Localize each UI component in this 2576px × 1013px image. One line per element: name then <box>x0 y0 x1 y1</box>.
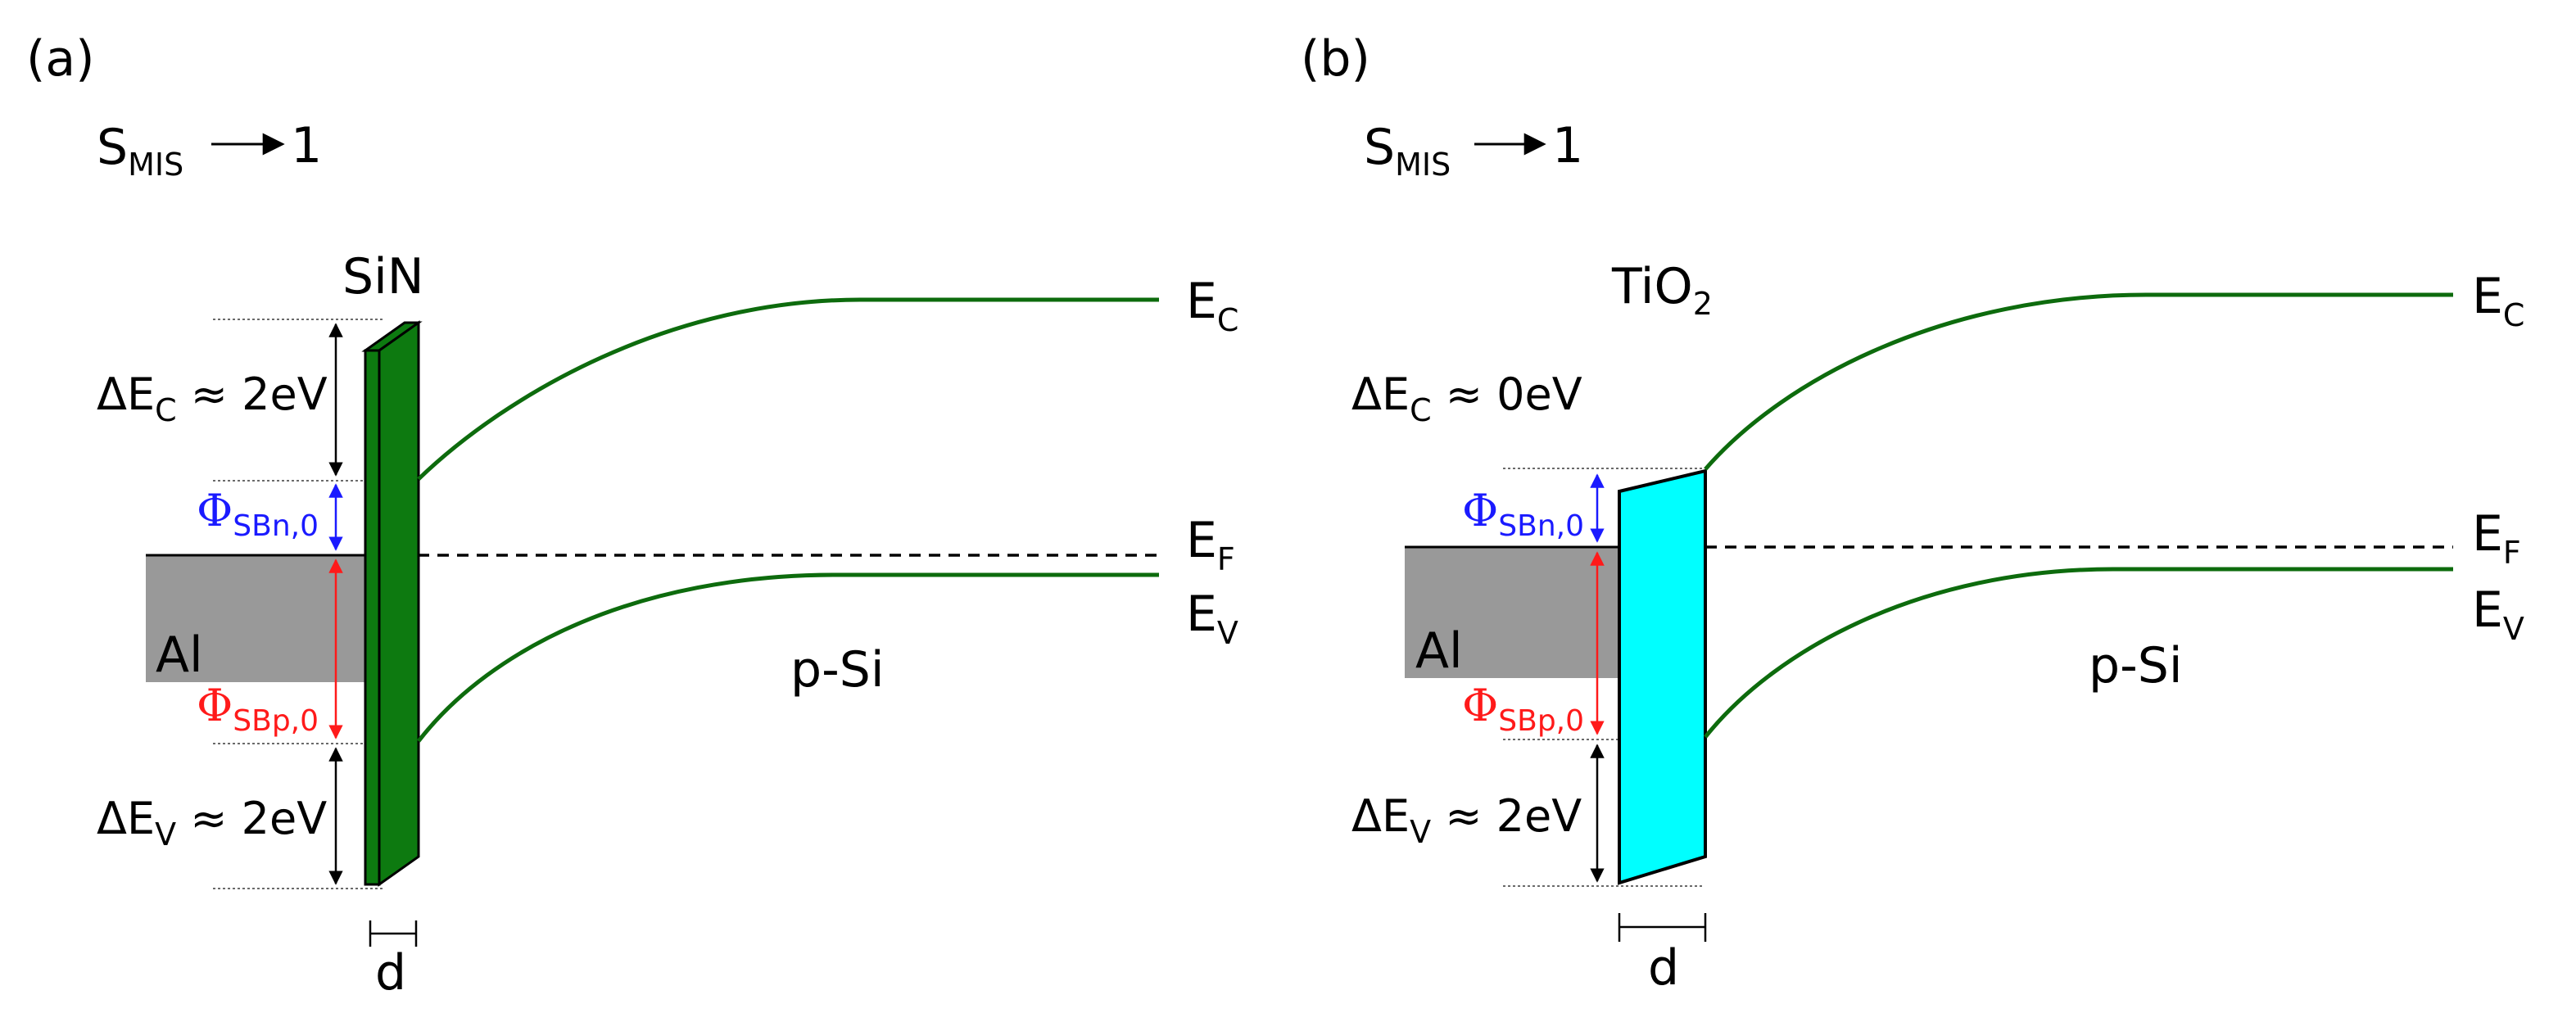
panel-b-ev-label: EV <box>2472 581 2524 647</box>
panel-b-ec-label: EC <box>2472 268 2524 333</box>
panel-b-phi-n-label: ΦSBn,0 <box>1462 485 1584 543</box>
panel-a-insulator-label: SiN <box>342 248 424 305</box>
panel-a-insulator-side-face <box>378 320 420 887</box>
panel-b-insulator-label: TiO2 <box>1611 258 1713 322</box>
panel-a-phi-n-label: ΦSBn,0 <box>197 485 319 543</box>
panel-b-valence-band <box>1704 567 2453 739</box>
panel-b-ef-label: EF <box>2472 505 2521 571</box>
panel-a-smis-target: 1 <box>291 117 322 174</box>
panel-a-smis-label: SMIS <box>97 119 183 183</box>
panel-b-phi-p-label: ΦSBp,0 <box>1462 680 1584 738</box>
panel-a-semiconductor-label: p-Si <box>790 641 885 699</box>
panel-a-valence-band <box>417 572 1159 743</box>
panel-a-ef-label: EF <box>1186 512 1235 577</box>
panel-b-delta-ev-label: ΔEV ≈ 2eV <box>1351 790 1582 850</box>
panel-b-delta-ec-label: ΔEC ≈ 0eV <box>1351 369 1582 428</box>
panel-b-tag: (b) <box>1301 30 1370 88</box>
panel-b-smis-target: 1 <box>1552 117 1583 174</box>
panel-a: (a) SMIS 1 SiN Al ΔEC ≈ 2eV ΦSBn,0 <box>26 30 1238 1002</box>
panel-a-metal-label: Al <box>156 626 203 684</box>
panel-a-tag: (a) <box>26 30 95 88</box>
panel-a-ev-label: EV <box>1186 586 1238 651</box>
panel-a-conduction-band <box>417 297 1159 481</box>
panel-b-smis-label: SMIS <box>1364 119 1451 183</box>
panel-a-delta-ec-label: ΔEC ≈ 2eV <box>97 369 328 428</box>
panel-a-thickness-label: d <box>375 944 406 1002</box>
panel-b-insulator-barrier <box>1618 468 1707 885</box>
panel-b: (b) SMIS 1 TiO2 Al ΔEC ≈ 0eV ΦSBn,0 ΦSBp… <box>1301 30 2524 997</box>
panel-a-ec-label: EC <box>1186 273 1238 338</box>
panel-a-insulator-barrier <box>364 349 381 886</box>
panel-b-thickness-label: d <box>1648 939 1679 997</box>
panel-b-conduction-band <box>1704 292 2453 471</box>
panel-b-metal-label: Al <box>1415 622 1463 680</box>
panel-a-phi-p-label: ΦSBp,0 <box>197 680 319 738</box>
panel-a-delta-ev-label: ΔEV ≈ 2eV <box>97 793 327 852</box>
panel-b-metal-block <box>1405 547 1619 678</box>
panel-b-semiconductor-label: p-Si <box>2089 637 2183 694</box>
